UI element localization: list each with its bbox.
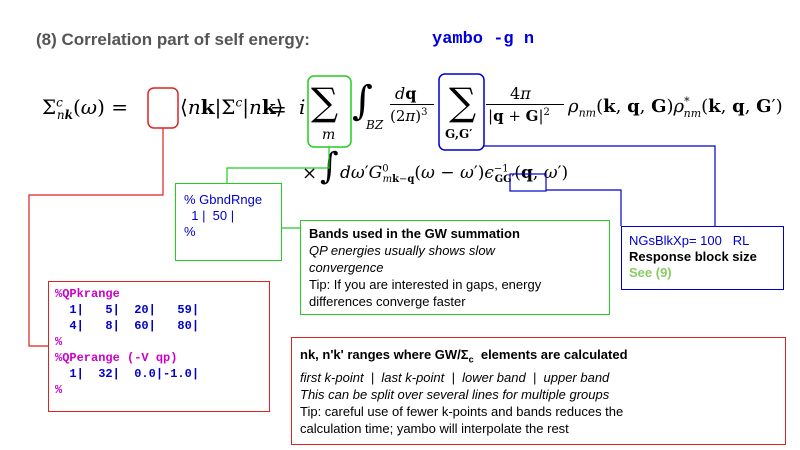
- qp-line-1: %QPkrange: [55, 287, 120, 301]
- section-title: (8) Correlation part of self energy:: [36, 30, 310, 49]
- nk-heading: nk, n'k' ranges where GW/Σc elements are…: [300, 346, 785, 369]
- nk-line-4: calculation time; yambo will interpolate…: [300, 420, 569, 436]
- bands-info-box: Bands used in the GW summation QP energi…: [300, 220, 610, 315]
- equation: Σcnk(ω) = ⟨nk|Σc|nk⟩ = i ∑ m ∫ BZ dq (2π…: [42, 78, 783, 187]
- nk-heading-sub: c: [468, 354, 474, 365]
- gbnd-line-1: % GbndRnge: [184, 192, 263, 207]
- qp-line-4: %: [55, 335, 63, 349]
- qp-line-3: 4| 8| 60| 80|: [55, 319, 200, 333]
- gbnd-range-box: % GbndRnge 1 | 50 | %: [175, 183, 282, 261]
- bands-heading: Bands used in the GW summation: [309, 226, 520, 241]
- bands-line-2: convergence: [309, 260, 384, 275]
- qp-line-6: 1| 32| 0.0|-1.0|: [55, 367, 200, 381]
- bands-line-4: differences converge faster: [309, 294, 466, 309]
- ngs-line-2: Response block size: [629, 249, 757, 264]
- qp-range-box: %QPkrange 1| 5| 20| 59| 4| 8| 60| 80| % …: [48, 281, 270, 412]
- bands-line-1: QP energies usually shows slow: [309, 243, 495, 258]
- gbnd-line-2: 1 | 50 |: [184, 208, 235, 223]
- nk-heading-b: elements are calculated: [473, 347, 628, 362]
- qp-line-2: 1| 5| 20| 59|: [55, 303, 200, 317]
- ngs-blk-box: NGsBlkXp= 100 RL Response block size See…: [621, 226, 784, 290]
- qp-line-7: %: [55, 383, 63, 397]
- gbnd-line-3: %: [184, 224, 196, 239]
- ngs-see-ref: See (9): [629, 265, 672, 280]
- qp-line-5: %QPerange (-V qp): [55, 351, 178, 365]
- nk-line-3: Tip: careful use of fewer k-points and b…: [300, 403, 624, 419]
- nk-line-1: first k-point | last k-point | lower ban…: [300, 369, 610, 385]
- ngs-line-1: NGsBlkXp= 100 RL: [629, 233, 750, 248]
- nk-range-box: nk, n'k' ranges where GW/Σc elements are…: [291, 337, 786, 445]
- command-text: yambo -g n: [432, 30, 535, 49]
- nk-heading-a: nk, n'k' ranges where GW/Σ: [300, 347, 469, 362]
- nk-line-2: This can be split over several lines for…: [300, 386, 610, 402]
- bands-line-3: Tip: If you are interested in gaps, ener…: [309, 277, 542, 292]
